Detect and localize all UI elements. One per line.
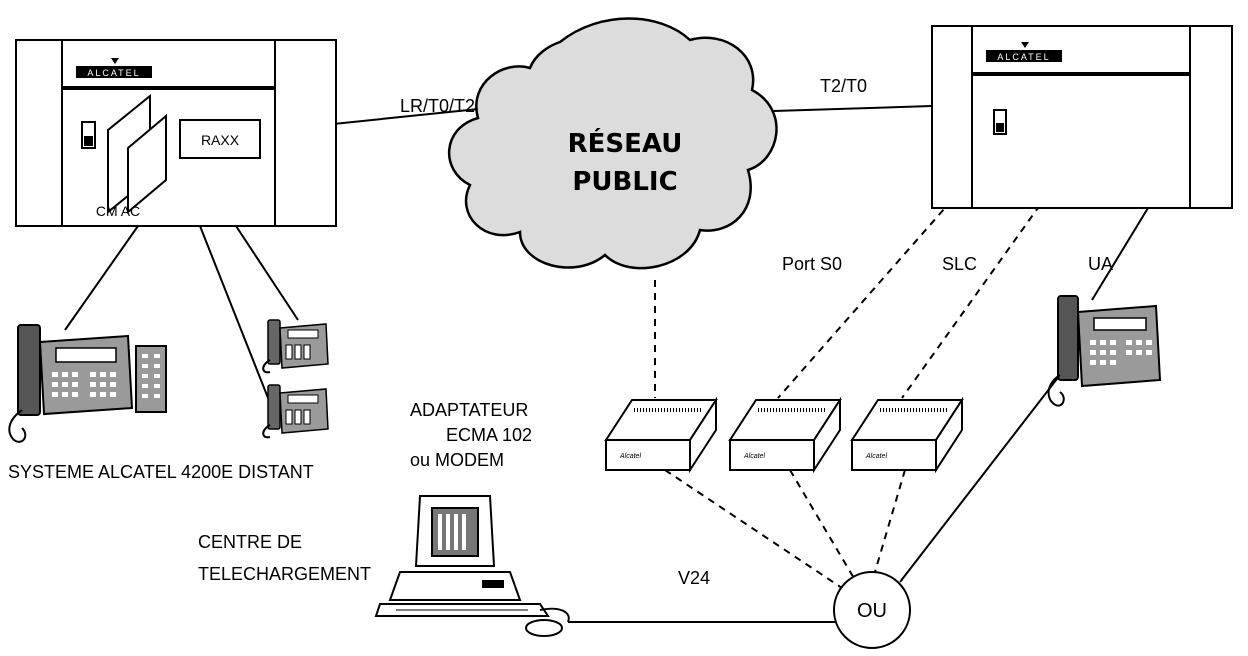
modem-brand-1: Alcatel [619, 453, 641, 460]
or-node: OU [833, 571, 911, 649]
label-lr-t0-t2: LR/T0/T2 [400, 96, 475, 116]
alcatel-logo-icon [986, 42, 1062, 62]
modem-brand-2: Alcatel [743, 453, 765, 460]
computer-icon [374, 495, 570, 637]
link-or-to-ua-phone [899, 374, 1061, 583]
link-pbx-to-modem-2 [777, 199, 953, 399]
switch-icon [81, 121, 96, 149]
modem-icon-2: Alcatel [728, 396, 842, 474]
center-caption-line1: CENTRE DE [198, 532, 302, 552]
ua-telephone-icon [1047, 295, 1162, 407]
link-pbx-to-large-phone [64, 225, 139, 331]
switch-icon [993, 109, 1007, 135]
left-pbx-brand: ALCATEL [87, 68, 140, 78]
label-t2-t0: T2/T0 [820, 76, 867, 96]
telephone-icon-2 [262, 384, 329, 439]
adapter-caption-line2: ECMA 102 [446, 425, 532, 445]
telephone-icon-1 [262, 319, 329, 374]
cm-ac-label: CM AC [96, 203, 140, 219]
public-network-cloud: RÉSEAU PUBLIC [447, 17, 778, 270]
center-caption-line2: TELECHARGEMENT [198, 564, 371, 584]
label-v24: V24 [678, 568, 710, 588]
label-ua: UA [1088, 254, 1113, 274]
large-telephone-icon [8, 324, 167, 443]
label-port-s0: Port S0 [782, 254, 842, 274]
link-pbx-to-modem-3 [901, 204, 1041, 399]
cloud-label-line1: RÉSEAU [568, 127, 683, 159]
alcatel-logo-icon [76, 58, 152, 78]
modem-icon-3: Alcatel [850, 396, 964, 474]
raxx-label: RAXX [201, 132, 240, 148]
link-pbx-to-phone-1 [235, 225, 299, 321]
right-pbx-brand: ALCATEL [997, 52, 1050, 62]
right-pbx-cabinet: ALCATEL [931, 25, 1233, 209]
link-modem-2-to-or [789, 469, 859, 586]
link-network-to-right [743, 105, 933, 113]
adapter-caption-line3: ou MODEM [410, 450, 504, 470]
link-pbx-to-ua-phone [1091, 207, 1149, 301]
left-pbx-cabinet: ALCATEL RAXX CM AC [15, 39, 337, 227]
link-modem-3-to-or [871, 469, 906, 583]
modem-brand-3: Alcatel [865, 453, 887, 460]
cloud-label-line2: PUBLIC [572, 167, 677, 197]
or-node-label: OU [857, 600, 887, 622]
adapter-caption-line1: ADAPTATEUR [410, 400, 528, 420]
link-pbx-to-phone-2 [199, 225, 273, 409]
modem-icon-1: Alcatel [604, 396, 718, 474]
remote-system-caption: SYSTEME ALCATEL 4200E DISTANT [8, 462, 314, 482]
label-slc: SLC [942, 254, 977, 274]
link-modem-1-to-or [664, 469, 849, 593]
card-icon [107, 93, 167, 215]
raxx-module [179, 119, 261, 159]
